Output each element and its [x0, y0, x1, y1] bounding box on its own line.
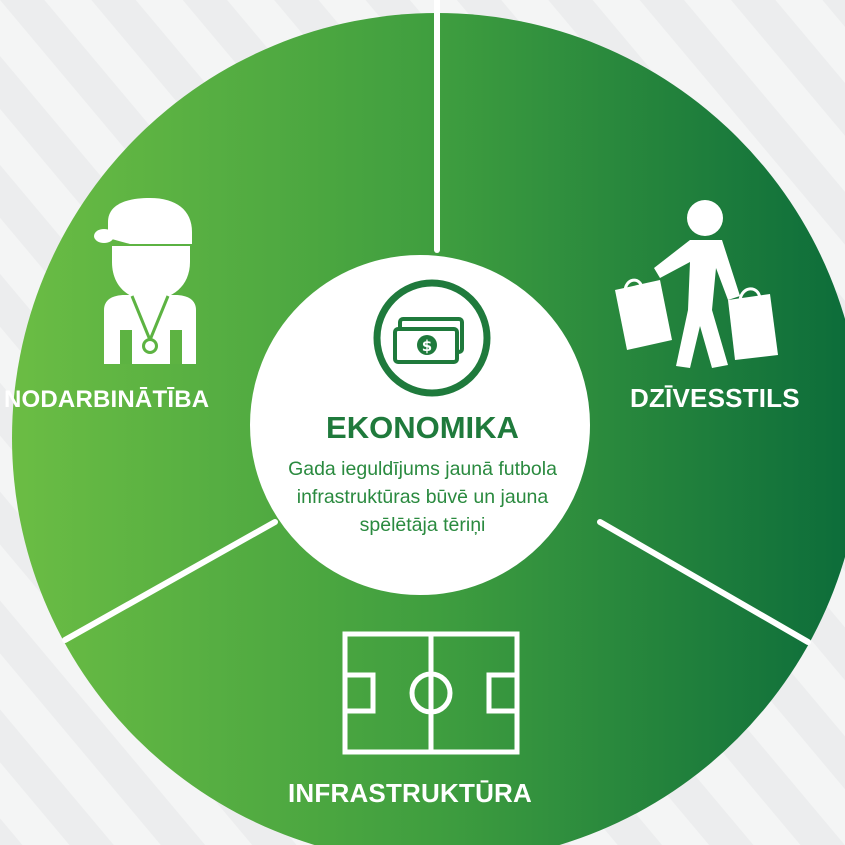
coach-with-whistle-icon [94, 198, 196, 364]
segment-dividers [62, 0, 811, 645]
shopping-person-icon [615, 200, 778, 368]
center-title: EKONOMIKA [326, 410, 519, 445]
svg-text:$: $ [422, 337, 432, 355]
divider-left [62, 519, 278, 643]
divider-right [597, 519, 811, 645]
segment-label-dzivesstils: DZĪVESSTILS [630, 383, 800, 413]
football-pitch-icon [342, 631, 520, 755]
center-circle [250, 255, 590, 595]
center-description: Gada ieguldījums jaunā futbola infrastru… [288, 458, 557, 536]
segment-label-nodarbinatiba: NODARBINĀTĪBA [4, 386, 210, 413]
money-bill-icon: $ [373, 279, 491, 397]
segment-label-infrastruktura: INFRASTRUKTŪRA [288, 778, 532, 808]
